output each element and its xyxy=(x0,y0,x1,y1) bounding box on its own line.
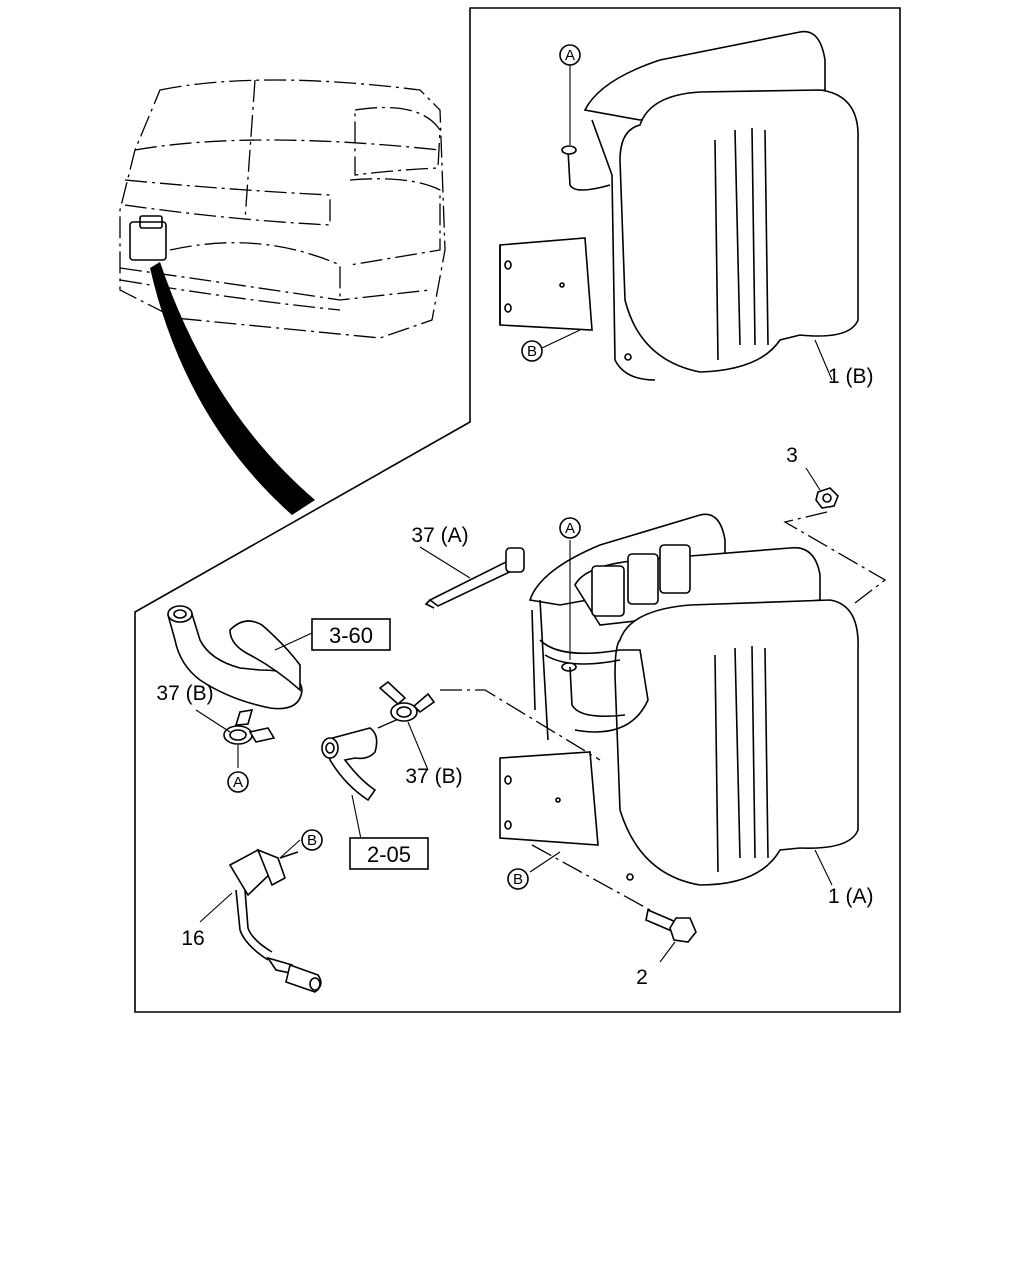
callout-37b-right: 37 (B) xyxy=(405,765,462,788)
sensor-part-16 xyxy=(228,848,322,993)
svg-text:B: B xyxy=(513,871,523,888)
nut-part-3 xyxy=(783,487,887,604)
reservoir-tank-1b xyxy=(499,30,859,381)
marker-a-left: A xyxy=(227,771,249,793)
truck-cab-illustration xyxy=(119,79,446,515)
tank-location-marker xyxy=(129,221,167,261)
svg-text:B: B xyxy=(527,343,537,360)
callout-1b: 1 (B) xyxy=(828,365,874,388)
ref-box-3-60: 3-60 xyxy=(311,618,391,651)
callout-2: 2 xyxy=(636,966,648,989)
bolt-part-2 xyxy=(531,844,697,943)
clamp-part-37b-right xyxy=(378,680,601,761)
detail-pointer-arrow xyxy=(150,262,315,515)
callout-16: 16 xyxy=(181,927,204,950)
callout-3: 3 xyxy=(786,444,798,467)
callout-37b-left: 37 (B) xyxy=(156,682,213,705)
marker-a-top: A xyxy=(559,44,581,66)
leader-lines xyxy=(195,65,833,963)
svg-text:A: A xyxy=(565,520,575,537)
ref-box-2-05: 2-05 xyxy=(349,837,429,870)
diagram-frame xyxy=(134,7,901,1013)
ref-2-05-label: 2-05 xyxy=(367,842,411,867)
svg-text:A: A xyxy=(565,47,575,64)
reservoir-tank-1a xyxy=(499,513,859,886)
svg-text:A: A xyxy=(233,774,243,791)
clamp-part-37b-left xyxy=(223,709,276,768)
svg-text:B: B xyxy=(307,832,317,849)
marker-b-top: B xyxy=(521,340,543,362)
ref-3-60-label: 3-60 xyxy=(329,623,373,648)
callout-37a: 37 (A) xyxy=(411,524,468,547)
hose-part-3-60 xyxy=(167,605,303,710)
marker-b-16: B xyxy=(301,829,323,851)
hose-part-2-05 xyxy=(321,704,431,802)
marker-b-bottom: B xyxy=(507,868,529,890)
marker-a-mid: A xyxy=(559,517,581,539)
clip-part-37a xyxy=(424,547,525,609)
callout-1a: 1 (A) xyxy=(828,885,874,908)
